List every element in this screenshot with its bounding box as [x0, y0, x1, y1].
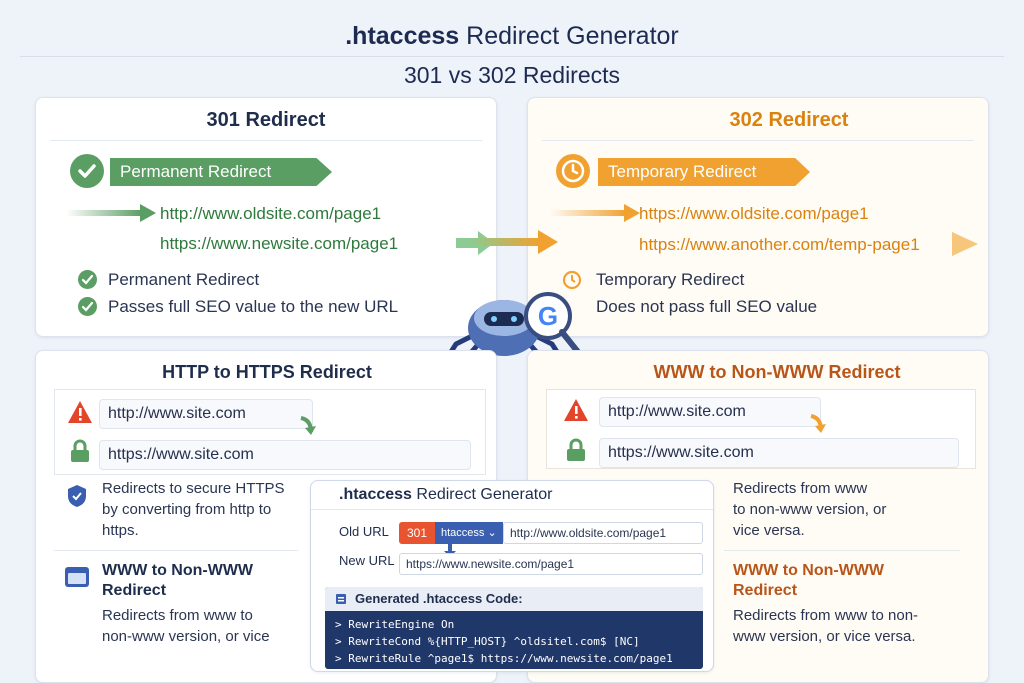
new-url-input[interactable]: https://www.newsite.com/page1 [399, 553, 703, 575]
card-301-title: 301 Redirect [206, 109, 326, 131]
spider-bot-icon: G [439, 292, 581, 377]
redirect-code-badge[interactable]: 301 [399, 522, 435, 544]
arrow-right-icon [66, 204, 156, 222]
https-url: https://www.site.com [99, 440, 471, 470]
code-file-icon [336, 594, 346, 604]
feature-301-permanent: Permanent Redirect [108, 270, 260, 289]
check-circle-icon [78, 297, 97, 316]
shield-icon [68, 485, 86, 507]
card-section-divider [724, 550, 960, 551]
old-url-input[interactable]: http://www.oldsite.com/page1 [503, 522, 703, 544]
header-divider [20, 56, 1004, 57]
http-url: http://www.site.com [99, 399, 313, 429]
arrow-down-icon [300, 416, 316, 435]
card-301-divider [50, 140, 482, 141]
clock-icon [562, 270, 582, 290]
arrow-right-icon [550, 204, 640, 222]
warning-icon [564, 399, 588, 421]
arrow-down-icon [810, 414, 826, 433]
check-circle-icon [70, 154, 104, 188]
generator-title: .htaccess Redirect Generator [339, 486, 553, 503]
old-url-302: https://www.oldsite.com/page1 [639, 204, 869, 223]
card-302-divider [542, 140, 974, 141]
redirect-type-select[interactable]: htaccess ⌄ [435, 522, 503, 544]
nonwww-url: https://www.site.com [599, 438, 959, 468]
http-example-panel: http://www.site.com https://www.site.com [54, 389, 486, 475]
svg-text:G: G [538, 301, 558, 331]
lock-icon [567, 438, 585, 461]
card-http-https-title: HTTP to HTTPS Redirect [162, 362, 372, 382]
chevron-down-icon: ⌄ [487, 527, 497, 539]
generator-panel: .htaccess Redirect Generator Old URL 301… [310, 480, 714, 672]
feature-301-seo: Passes full SEO value to the new URL [108, 297, 399, 316]
permanent-redirect-ribbon: Permanent Redirect [110, 158, 332, 186]
arrow-right-icon [952, 232, 978, 256]
new-url-301: https://www.newsite.com/page1 [160, 234, 399, 253]
temporary-redirect-ribbon: Temporary Redirect [598, 158, 810, 186]
page-subtitle: 301 vs 302 Redirects [403, 62, 621, 88]
card-302-title: 302 Redirect [729, 109, 849, 131]
check-circle-icon [78, 270, 97, 289]
generated-code-panel: Generated .htaccess Code: > RewriteEngin… [325, 587, 703, 669]
code-line: > RewriteEngine On [335, 618, 455, 631]
old-url-label: Old URL [339, 524, 389, 539]
www-url: http://www.site.com [599, 397, 821, 427]
card-section-divider [54, 550, 298, 551]
lock-icon [71, 439, 89, 462]
feature-302-temporary: Temporary Redirect [596, 270, 745, 289]
arrow-right-icon [470, 230, 558, 254]
card-www-title: WWW to Non-WWW Redirect [653, 362, 901, 382]
browser-window-icon [65, 567, 89, 587]
page-title: .htaccess Redirect Generator [345, 22, 679, 50]
card-http-https: HTTP to HTTPS Redirect http://www.site.c… [35, 350, 497, 683]
old-url-301: http://www.oldsite.com/page1 [160, 204, 382, 223]
generated-code-title: Generated .htaccess Code: [325, 587, 703, 611]
card-301: 301 Redirect Permanent Redirect http://w… [35, 97, 497, 337]
www-sub-desc: Redirects from www to non-www version, o… [733, 607, 919, 645]
clock-icon [556, 154, 590, 188]
feature-302-seo: Does not pass full SEO value [596, 297, 818, 316]
warning-icon [68, 401, 92, 423]
code-line: > RewriteCond %{HTTP_HOST} ^oldsitel.com… [335, 635, 640, 648]
new-url-label: New URL [339, 553, 395, 568]
card-302: 302 Redirect Temporary Redirect https://… [527, 97, 989, 337]
www-example-panel: http://www.site.com https://www.site.com [546, 389, 976, 469]
generator-divider [311, 509, 713, 510]
code-line: > RewriteRule ^page1$ https://www.newsit… [335, 652, 673, 665]
new-url-302: https://www.another.com/temp-page1 [639, 235, 920, 254]
